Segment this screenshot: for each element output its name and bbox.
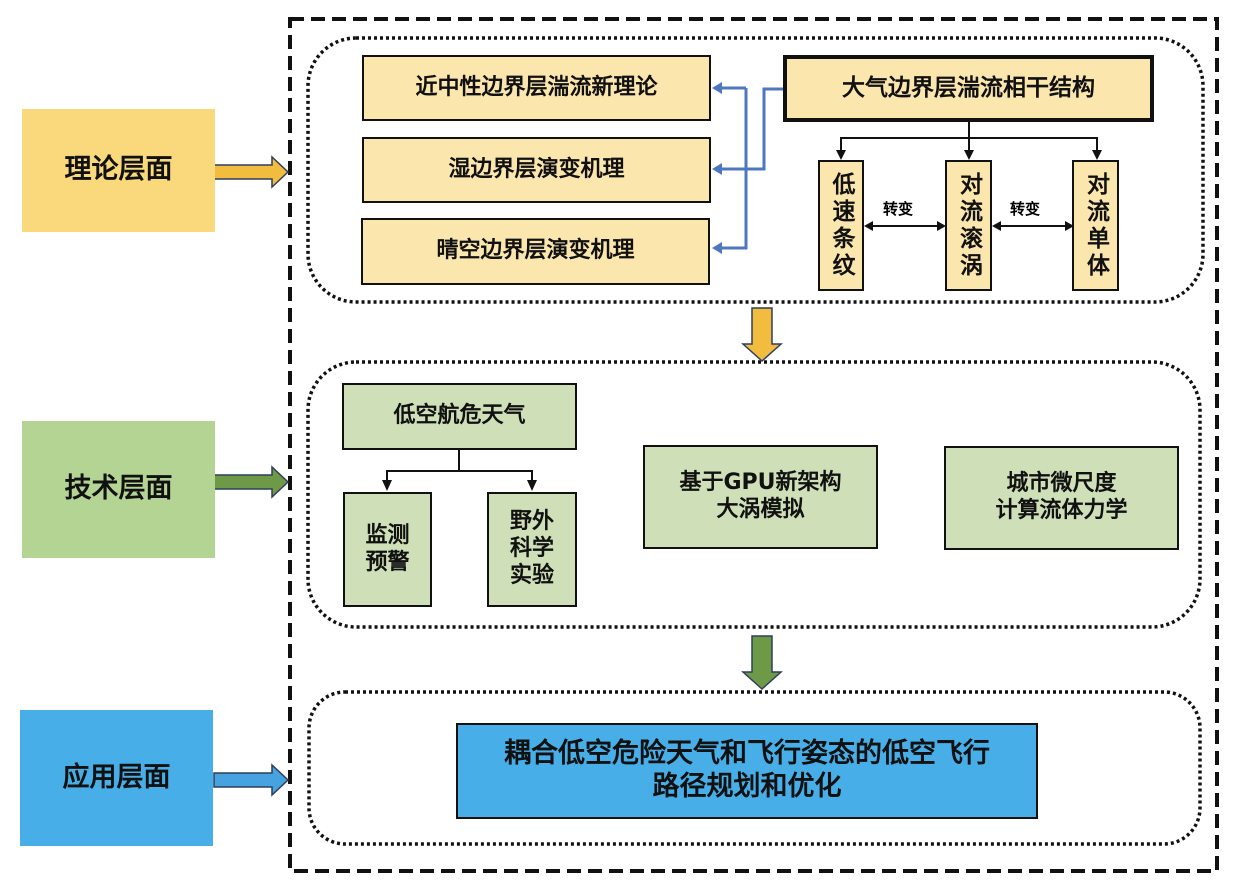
theory-main-box-coherent-structures: 大气边界层湍流相干结构	[783, 55, 1154, 122]
theory-box-clear-boundary-layer: 晴空边界层演变机理	[361, 218, 710, 285]
application-box-line2: 路径规划和优化	[652, 771, 842, 802]
theory-box-neutral-boundary-layer: 近中性边界层湍流新理论	[362, 55, 711, 121]
application-panel-border	[307, 690, 1202, 846]
application-box-line1: 耦合低空危险天气和飞行姿态的低空飞行	[504, 738, 990, 770]
cfd-box-line2: 计算流体力学	[995, 498, 1128, 523]
down-arrow-theory-to-technology	[741, 307, 783, 363]
tech-box-urban-cfd: 城市微尺度 计算流体力学	[944, 446, 1179, 550]
sub-box-convective-cells: 对流单体	[1072, 160, 1119, 291]
theory-box-wet-boundary-layer: 湿边界层演变机理	[362, 137, 711, 203]
outer-dashed-frame	[288, 17, 1219, 873]
tech-box-monitoring-warning: 监测预警	[343, 492, 432, 607]
transition-arrowhead-right-2	[1065, 221, 1074, 231]
arrow-technology-icon	[213, 465, 290, 499]
gpu-box-line1: 基于GPU新架构	[679, 470, 842, 496]
arrowhead-to-monitoring	[382, 480, 392, 491]
connector-main-to-wet	[716, 87, 784, 171]
transition-arrowhead-left-1	[864, 221, 873, 231]
arrow-theory-icon	[213, 155, 290, 189]
level-application: 应用层面	[20, 710, 213, 846]
level-technology: 技术层面	[22, 421, 215, 558]
tech-box-field-experiment: 野外科学实验	[487, 492, 577, 607]
transition-label-1: 转变	[883, 200, 914, 218]
technology-panel-border	[306, 360, 1202, 629]
blue-arrowhead-2	[712, 242, 722, 254]
gpu-box-line2: 大涡模拟	[716, 497, 805, 522]
blue-arrowhead-1	[712, 163, 722, 175]
transition-arrowhead-right-1	[937, 221, 946, 231]
blue-arrowhead-0	[712, 82, 722, 94]
cfd-box-line1: 城市微尺度	[1006, 471, 1117, 497]
connector-main-to-clear	[716, 88, 748, 250]
arrowhead-to-convective-rolls	[964, 150, 974, 160]
transition-arrowhead-left-2	[992, 221, 1001, 231]
sub-box-convective-rolls: 对流滚涡	[945, 160, 992, 291]
arrowhead-to-field-experiment	[527, 480, 537, 491]
arrowhead-to-low-speed-streaks	[836, 150, 846, 160]
tech-box-gpu-les: 基于GPU新架构 大涡模拟	[643, 445, 878, 549]
sub-box-low-speed-streaks: 低速条纹	[818, 160, 864, 291]
arrow-application-icon	[213, 763, 290, 797]
tech-box-low-altitude-hazard-weather: 低空航危天气	[342, 383, 577, 450]
down-arrow-technology-to-application	[741, 635, 783, 691]
level-theory: 理论层面	[22, 109, 215, 232]
arrowhead-to-convective-cells	[1092, 150, 1102, 160]
application-box-flight-path-planning: 耦合低空危险天气和飞行姿态的低空飞行 路径规划和优化	[456, 723, 1038, 819]
transition-label-2: 转变	[1010, 200, 1041, 218]
